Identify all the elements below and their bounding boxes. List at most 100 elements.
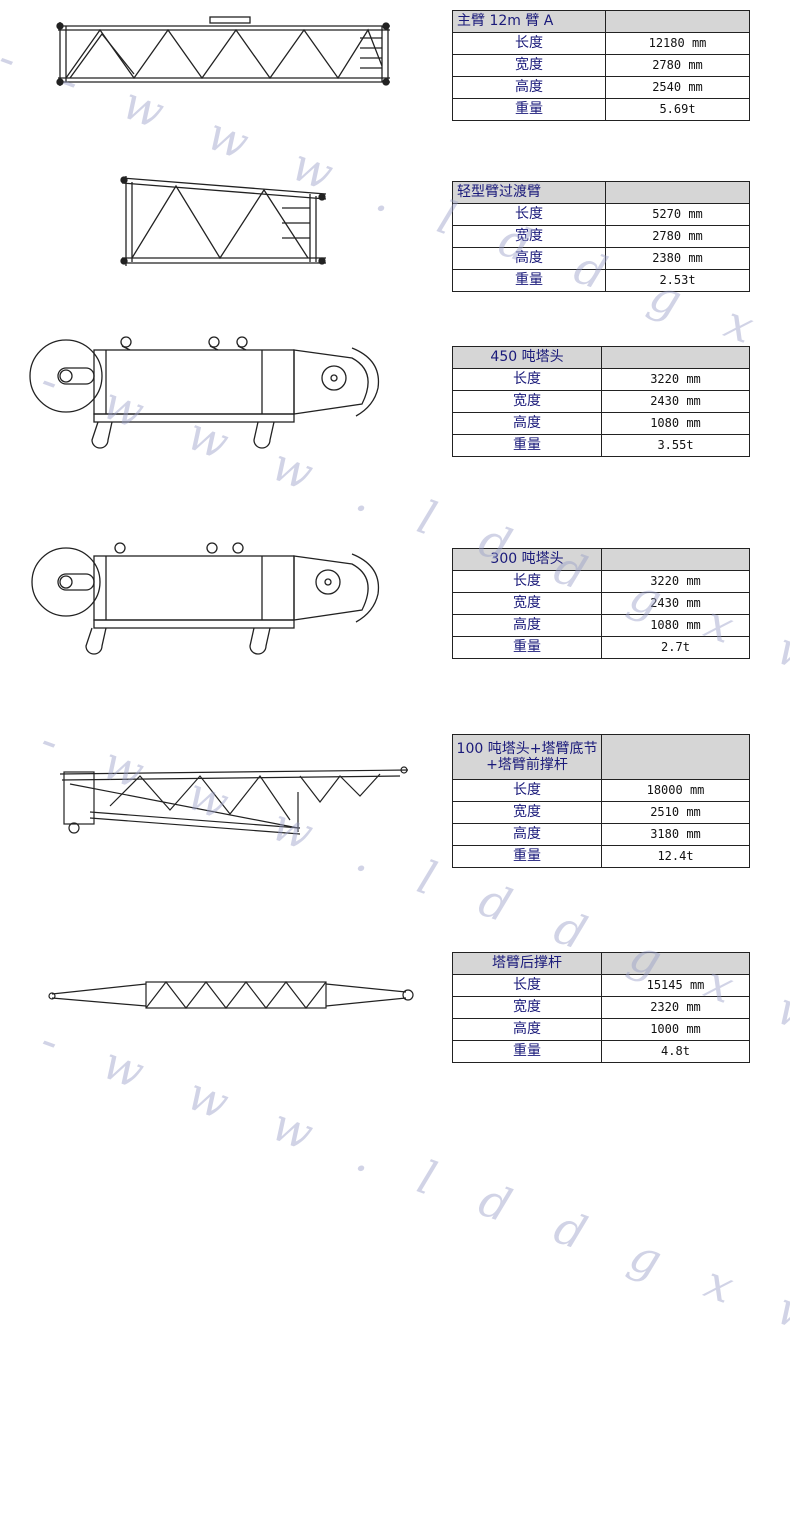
spec-value: 3220 mm <box>601 368 750 391</box>
spec-value: 2430 mm <box>601 592 750 615</box>
spec-value: 2380 mm <box>605 247 750 270</box>
spec-label: 长度 <box>452 368 602 391</box>
component-title: 主臂 12m 臂 A <box>452 10 606 33</box>
spec-label: 高度 <box>452 76 606 99</box>
spec-label: 宽度 <box>452 54 606 77</box>
spec-label: 重量 <box>452 269 606 292</box>
transition-boom-drawing <box>112 168 336 272</box>
spec-label: 宽度 <box>452 996 602 1019</box>
header-blank-cell <box>605 10 750 33</box>
spec-label: 重量 <box>452 434 602 457</box>
spec-label: 高度 <box>452 823 602 846</box>
component-title: 塔臂后撑杆 <box>452 952 602 975</box>
spec-value: 3180 mm <box>601 823 750 846</box>
spec-header-row: 塔臂后撑杆 <box>452 952 750 975</box>
spec-label: 长度 <box>452 974 602 997</box>
spec-label: 高度 <box>452 1018 602 1041</box>
spec-value: 2540 mm <box>605 76 750 99</box>
spec-value: 2.7t <box>601 636 750 659</box>
spec-header-row: 300 吨塔头 <box>452 548 750 571</box>
spec-label: 宽度 <box>452 801 602 824</box>
tower-head-450-drawing <box>22 330 390 452</box>
spec-label: 重量 <box>452 1040 602 1063</box>
watermark-text: - - w w w . l d d g x w . c o m - - - <box>0 990 790 1526</box>
spec-value: 2780 mm <box>605 54 750 77</box>
tower-head-300-drawing <box>22 536 390 658</box>
component-title: 100 吨塔头+塔臂底节+塔臂前撑杆 <box>452 734 602 780</box>
boom-section-drawing <box>50 14 400 92</box>
spec-value: 3220 mm <box>601 570 750 593</box>
header-blank-cell <box>605 181 750 204</box>
spec-label: 高度 <box>452 247 606 270</box>
spec-header-row: 主臂 12m 臂 A <box>452 10 750 33</box>
spec-header-row: 轻型臂过渡臂 <box>452 181 750 204</box>
spec-value: 1080 mm <box>601 614 750 637</box>
spec-value: 5270 mm <box>605 203 750 226</box>
component-title: 轻型臂过渡臂 <box>452 181 606 204</box>
spec-value: 12.4t <box>601 845 750 868</box>
spec-value: 2510 mm <box>601 801 750 824</box>
spec-label: 长度 <box>452 570 602 593</box>
header-blank-cell <box>601 734 750 780</box>
spec-label: 高度 <box>452 614 602 637</box>
spec-value: 1000 mm <box>601 1018 750 1041</box>
spec-header-row: 450 吨塔头 <box>452 346 750 369</box>
spec-value: 1080 mm <box>601 412 750 435</box>
spec-label: 高度 <box>452 412 602 435</box>
rear-strut-drawing <box>46 974 420 1014</box>
spec-header-row: 100 吨塔头+塔臂底节+塔臂前撑杆 <box>452 734 750 780</box>
spec-value: 2430 mm <box>601 390 750 413</box>
spec-label: 重量 <box>452 845 602 868</box>
spec-value: 3.55t <box>601 434 750 457</box>
spec-value: 2780 mm <box>605 225 750 248</box>
spec-label: 宽度 <box>452 592 602 615</box>
spec-label: 宽度 <box>452 225 606 248</box>
spec-value: 2320 mm <box>601 996 750 1019</box>
header-blank-cell <box>601 346 750 369</box>
spec-value: 18000 mm <box>601 779 750 802</box>
tower-head-100-assembly-drawing <box>50 762 412 838</box>
spec-label: 长度 <box>452 32 606 55</box>
spec-value: 15145 mm <box>601 974 750 997</box>
component-title: 450 吨塔头 <box>452 346 602 369</box>
spec-label: 长度 <box>452 203 606 226</box>
component-title: 300 吨塔头 <box>452 548 602 571</box>
spec-value: 4.8t <box>601 1040 750 1063</box>
header-blank-cell <box>601 952 750 975</box>
spec-label: 重量 <box>452 98 606 121</box>
spec-label: 重量 <box>452 636 602 659</box>
spec-value: 5.69t <box>605 98 750 121</box>
header-blank-cell <box>601 548 750 571</box>
spec-value: 2.53t <box>605 269 750 292</box>
